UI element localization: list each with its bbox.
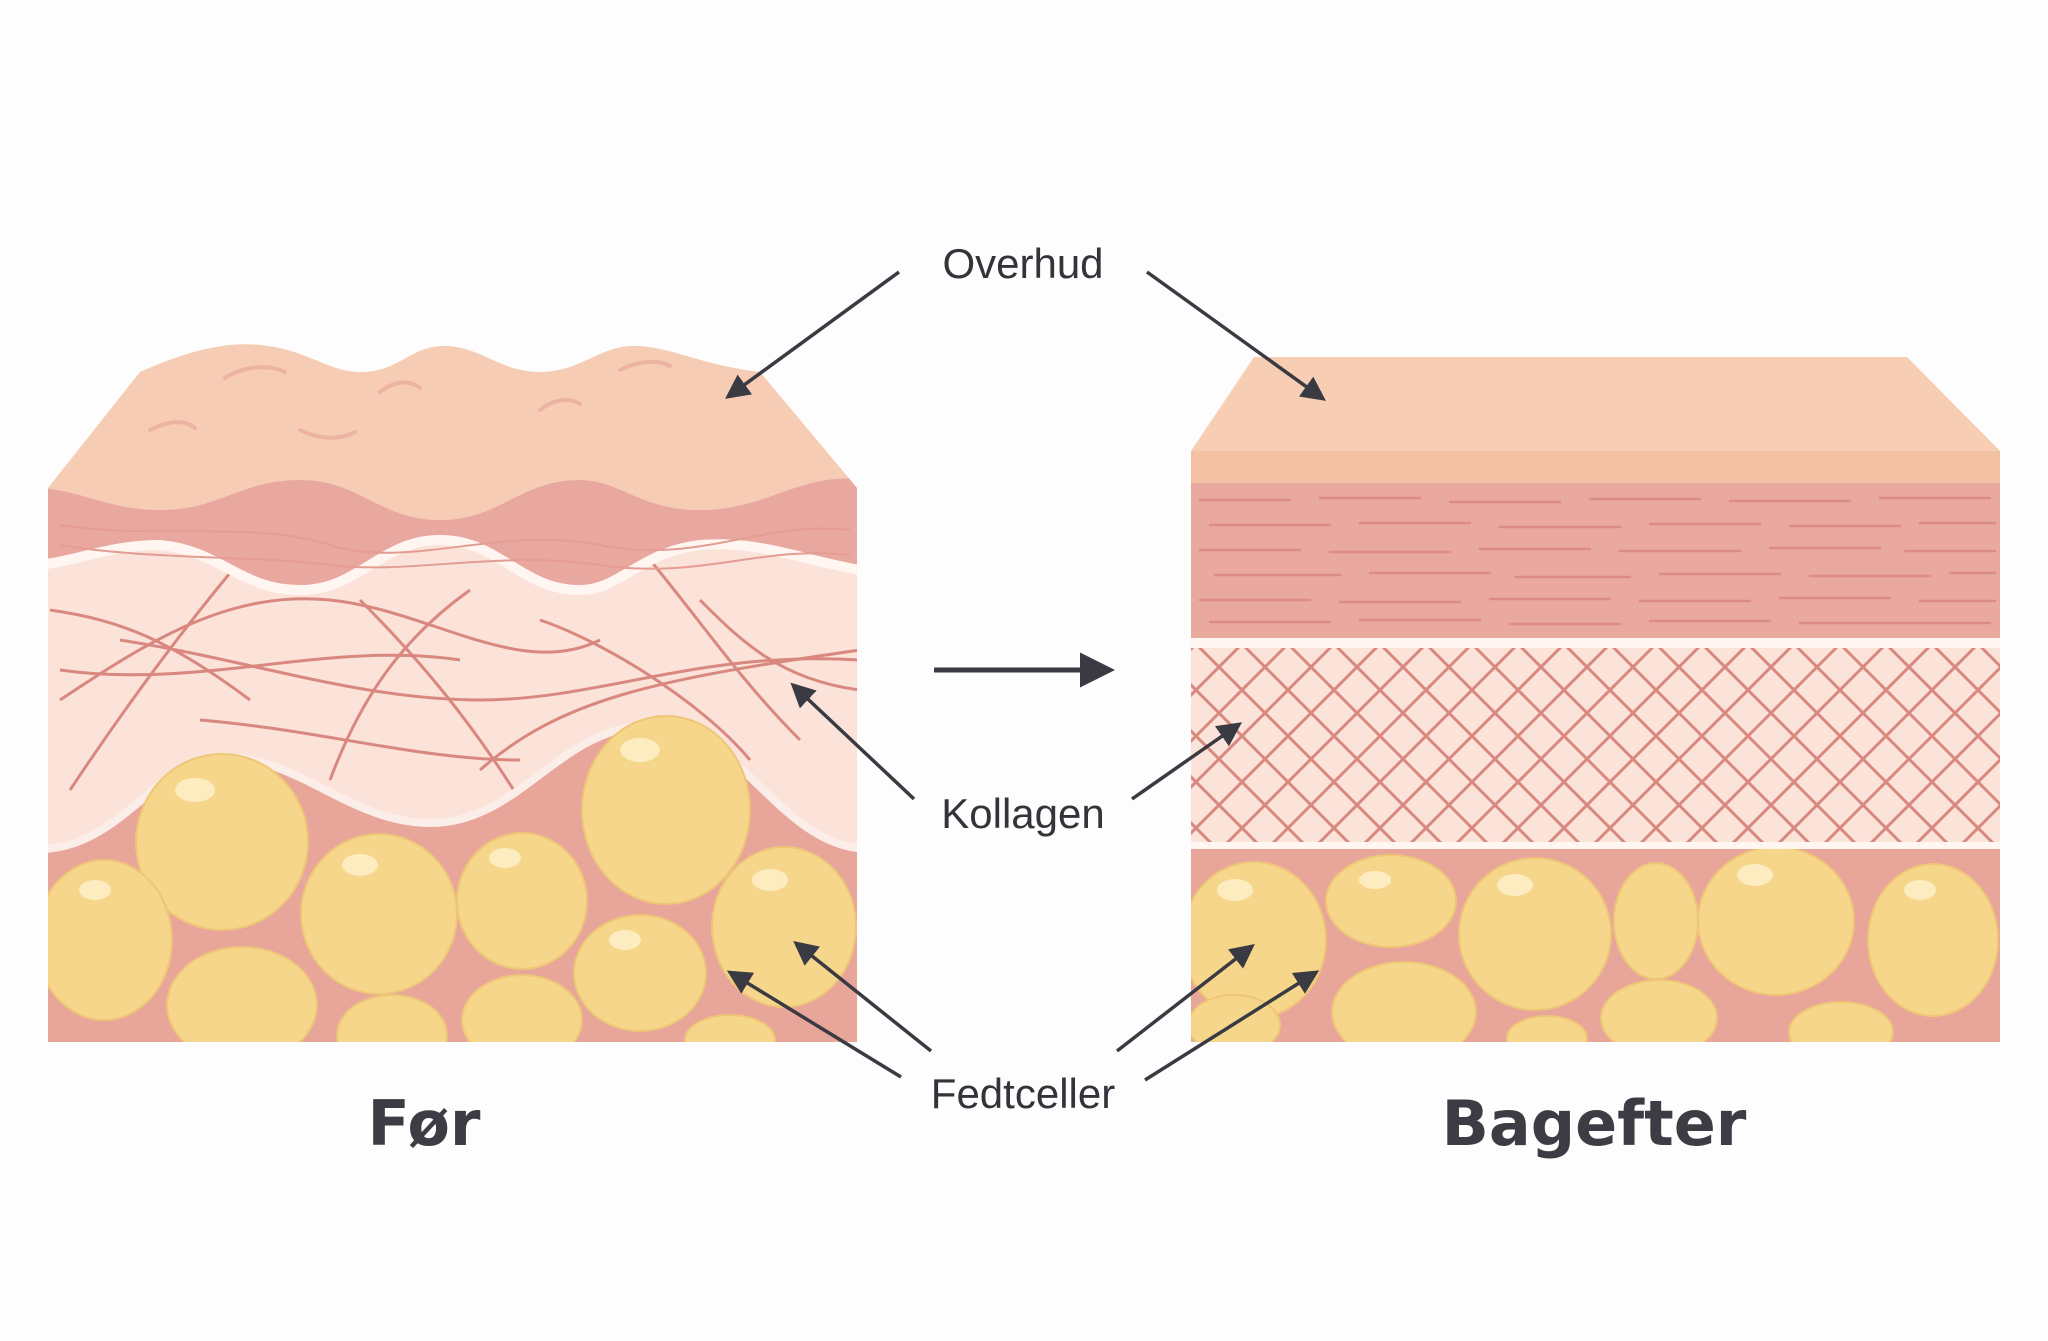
fat-left-arrow-icon — [793, 940, 933, 1053]
epidermis-label: Overhud — [942, 240, 1103, 287]
fat-cells — [1191, 849, 1999, 1042]
fat-cells-label: Fedtceller — [931, 1070, 1115, 1117]
epidermis-left-arrow-icon — [725, 270, 901, 399]
fat-right-arrow-icon — [1115, 943, 1255, 1053]
after-title: Bagefter — [1442, 1087, 1747, 1160]
dense-collagen-mesh — [1191, 648, 2000, 843]
pointer-arrows — [725, 270, 1326, 1082]
dermis-layer — [1191, 483, 2000, 638]
epidermis-right-arrow-icon — [1145, 270, 1326, 401]
collagen-right-arrow-icon — [1130, 722, 1243, 801]
loose-collagen-fibers — [49, 554, 857, 801]
before-skin-block — [48, 344, 857, 1042]
epidermis-layer — [48, 344, 857, 520]
collagen-boundary — [1191, 842, 2000, 850]
wrinkle-marks — [148, 359, 672, 440]
epidermis-layer — [1191, 451, 2000, 483]
before-title: Før — [367, 1087, 480, 1160]
dermis-layer — [48, 478, 857, 590]
dermis-texture — [1198, 496, 1997, 626]
collagen-label: Kollagen — [941, 790, 1104, 837]
dermis-boundary — [1191, 638, 2000, 648]
dermis-boundary — [48, 534, 857, 596]
fat-right-arrow-icon — [1144, 970, 1320, 1082]
dermis-texture — [59, 524, 851, 570]
fat-left-arrow-icon — [726, 970, 902, 1079]
collagen-left-arrow-icon — [790, 682, 916, 801]
after-skin-block — [1191, 357, 2000, 1042]
epidermis-top-face — [1191, 357, 2000, 451]
fat-cells — [48, 715, 857, 1042]
